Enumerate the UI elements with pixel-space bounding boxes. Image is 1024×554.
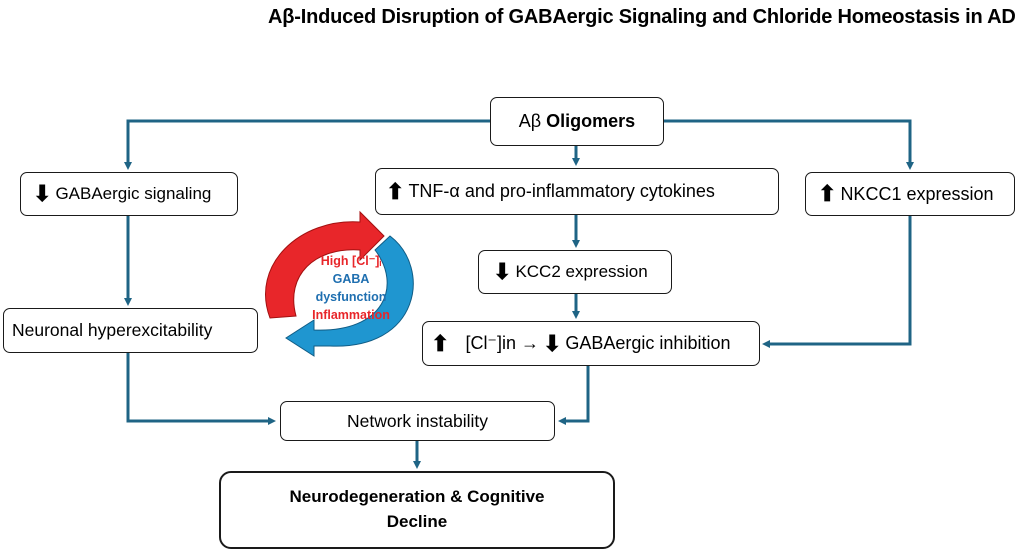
down-arrow-icon: ⬇ — [33, 181, 52, 206]
tnf-label: TNF-α and pro-inflammatory cytokines — [408, 181, 715, 201]
gabaergic-inhibition-label: GABAergic inhibition — [565, 333, 731, 353]
nkcc1-box: ⬆ NKCC1 expression — [805, 172, 1015, 216]
chloride-inhibition-box: ⬆ [Cl⁻]in → ⬇ GABAergic inhibition — [422, 321, 760, 366]
cycle-inflammation: Inflammation — [312, 308, 390, 322]
arrow-hyper-to-network — [126, 353, 276, 425]
down-arrow-icon: ⬇ — [493, 259, 512, 284]
cycle-gaba: GABA — [332, 272, 370, 286]
cycle-arrows — [265, 210, 414, 357]
gaba-signaling-box: ⬇ GABAergic signaling — [20, 172, 238, 216]
abeta-bold-label: Oligomers — [546, 111, 636, 131]
up-arrow-icon: ⬆ — [818, 181, 837, 206]
tnf-cytokines-box: ⬆ TNF-α and pro-inflammatory cytokines — [375, 168, 779, 215]
diagram-title: Aβ-Induced Disruption of GABAergic Signa… — [268, 6, 1016, 28]
cycle-high-chloride: High [Cl⁻]ᵢ — [320, 254, 382, 268]
arrow-nkcc1-to-chloride — [762, 216, 912, 348]
up-arrow-icon: ⬆ — [386, 178, 405, 204]
up-arrow-icon: ⬆ — [431, 330, 450, 356]
kcc2-label: KCC2 expression — [515, 262, 648, 281]
cycle-blue-arrow — [285, 235, 414, 357]
abeta-oligomers-box: Aβ Oligomers — [490, 97, 664, 146]
final-line-1: Neurodegeneration & Cognitive — [289, 487, 545, 507]
network-instability-box: Network instability — [280, 401, 555, 441]
gaba-signaling-label: GABAergic signaling — [55, 184, 212, 203]
neurodegeneration-box: Neurodegeneration & Cognitive Decline — [219, 471, 615, 549]
hyperexcitability-box: Neuronal hyperexcitability — [3, 308, 258, 353]
cycle-dysfunction: dysfunction — [315, 290, 387, 304]
hyperexcitability-label: Neuronal hyperexcitability — [12, 320, 213, 340]
cycle-label: High [Cl⁻]ᵢ GABA dysfunction Inflammatio… — [285, 252, 417, 324]
abeta-prefix: Aβ — [518, 111, 547, 131]
network-label: Network instability — [346, 410, 489, 431]
arrow-abeta-to-gaba — [124, 119, 490, 170]
nkcc1-label: NKCC1 expression — [840, 183, 994, 204]
cycle-red-arrow — [265, 210, 385, 319]
down-arrow-icon: ⬇ — [542, 330, 562, 356]
arrow-chloride-to-network — [558, 366, 590, 425]
arrow-abeta-to-nkcc1 — [664, 119, 914, 170]
kcc2-box: ⬇ KCC2 expression — [478, 250, 672, 294]
chloride-label: [Cl⁻]in → — [465, 333, 539, 353]
final-line-2: Decline — [386, 512, 448, 531]
